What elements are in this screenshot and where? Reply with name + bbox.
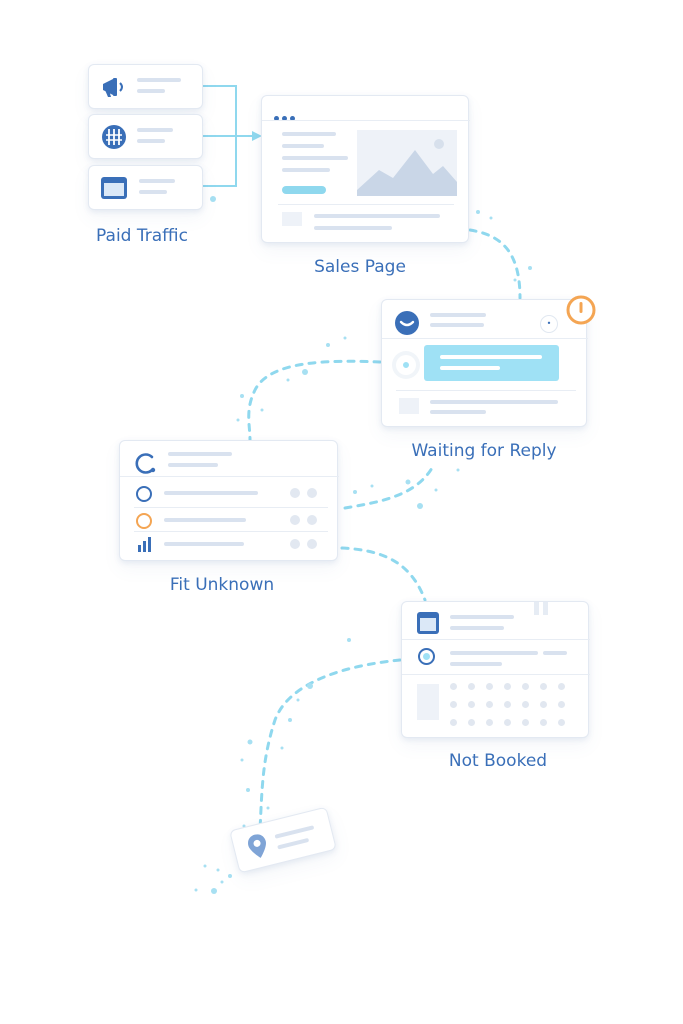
merge-arrowhead xyxy=(252,131,262,141)
list-item[interactable] xyxy=(120,507,339,533)
browser-window-icon xyxy=(101,177,127,199)
globe-icon xyxy=(102,125,126,149)
ad-source-card-3[interactable] xyxy=(88,165,203,210)
not-booked-card[interactable] xyxy=(401,600,590,738)
hero-image-icon xyxy=(357,130,457,196)
stage-label-waiting-for-reply: Waiting for Reply xyxy=(411,441,557,461)
dashed-flow xyxy=(247,228,522,832)
location-card[interactable] xyxy=(229,806,337,874)
calendar-icon xyxy=(417,612,439,634)
time-radio[interactable] xyxy=(418,648,435,665)
stage-label-paid-traffic: Paid Traffic xyxy=(96,226,188,246)
calendar-grid[interactable] xyxy=(450,683,570,727)
megaphone-icon xyxy=(103,78,123,97)
ad-source-card-1[interactable] xyxy=(88,64,203,109)
chat-bubble-icon xyxy=(395,311,419,335)
chevron-down-icon[interactable]: • xyxy=(540,315,558,333)
fit-unknown-card[interactable] xyxy=(119,440,339,561)
stage-label-sales-page: Sales Page xyxy=(314,257,406,277)
scatter-dots xyxy=(194,210,532,894)
window-controls xyxy=(274,106,295,125)
bar-chart-icon xyxy=(138,537,151,552)
warning-circle-icon xyxy=(566,295,596,325)
waiting-for-reply-card[interactable]: • xyxy=(381,299,588,427)
ad-merge-connector xyxy=(203,85,252,187)
highlighted-message[interactable] xyxy=(424,345,559,381)
cta-button[interactable] xyxy=(282,186,326,194)
stage-label-not-booked: Not Booked xyxy=(448,751,548,771)
ad-source-card-2[interactable] xyxy=(88,114,203,159)
bookmark-tabs xyxy=(534,600,548,619)
loading-icon xyxy=(135,453,156,474)
stage-label-fit-unknown: Fit Unknown xyxy=(169,575,275,595)
radio-selected[interactable] xyxy=(396,355,416,375)
location-pin-icon xyxy=(248,834,266,858)
list-item[interactable] xyxy=(120,531,339,559)
sales-page-card[interactable] xyxy=(261,95,470,243)
list-item[interactable] xyxy=(120,479,339,507)
